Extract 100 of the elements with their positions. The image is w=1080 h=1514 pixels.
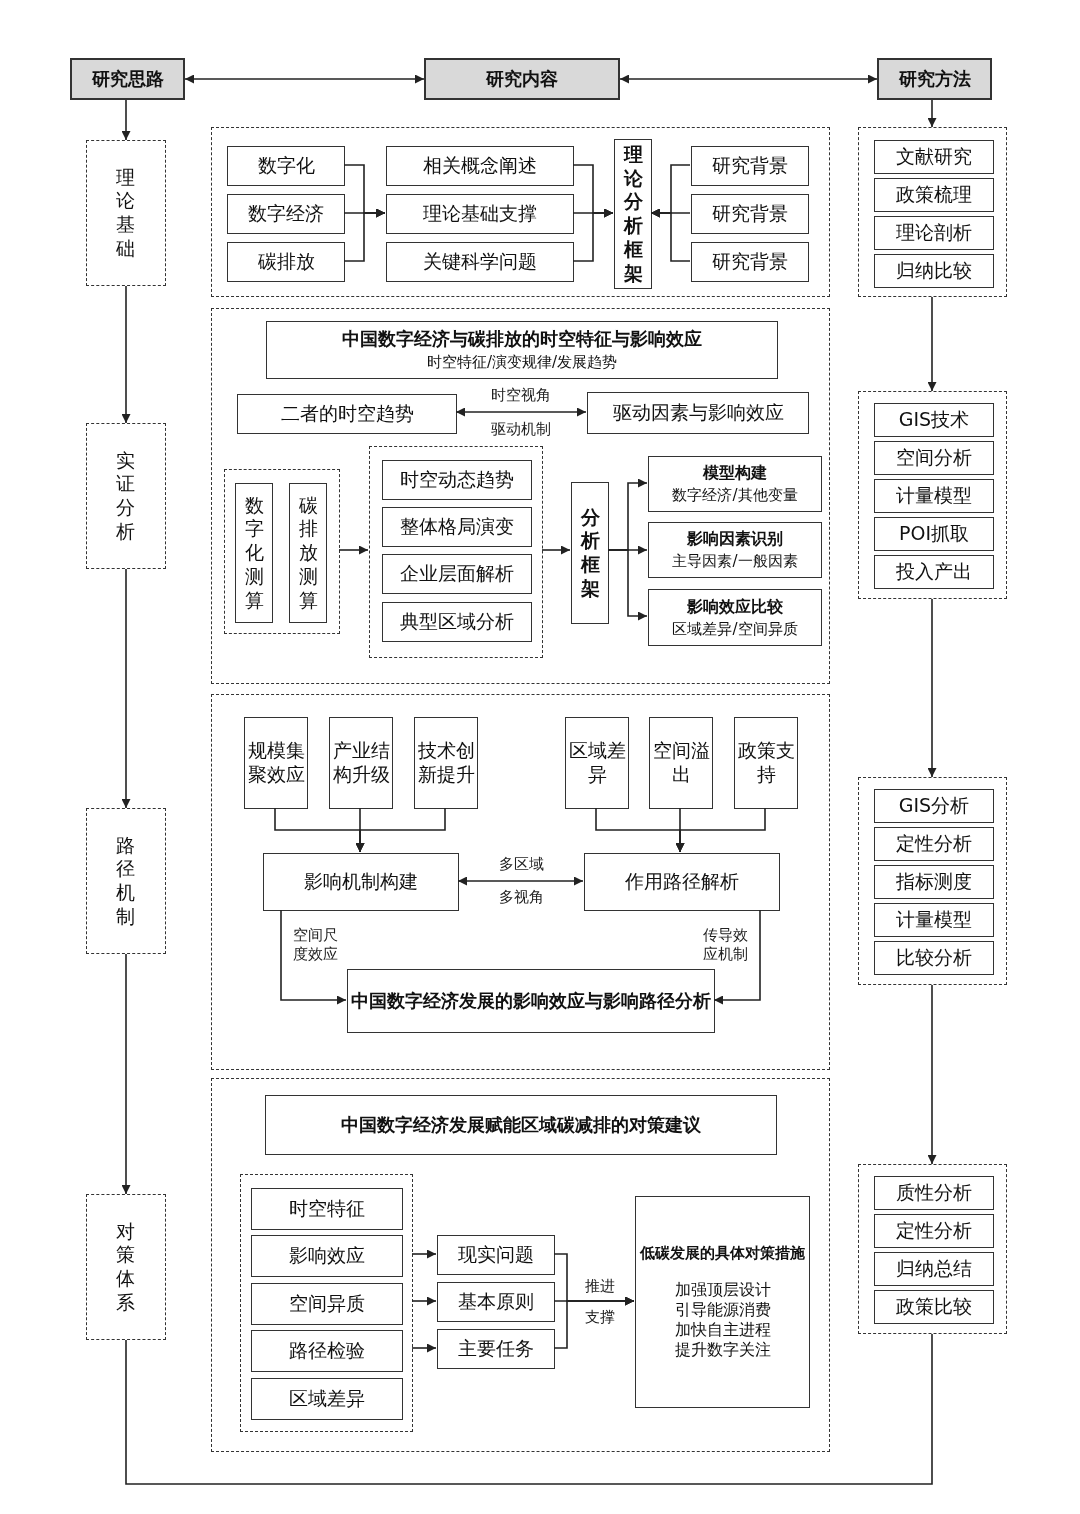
process-box xyxy=(874,441,994,475)
box-heading: 模型构建 xyxy=(703,463,767,484)
arrow xyxy=(411,1296,437,1306)
arrow xyxy=(553,1296,635,1349)
process-box xyxy=(614,139,652,289)
measure-item: 引导能源消费 xyxy=(674,1300,771,1321)
box-label: 相关概念阐述 xyxy=(423,154,537,178)
process-box xyxy=(571,482,609,624)
process-box xyxy=(244,717,308,809)
process-box xyxy=(648,522,822,578)
box-label: 数字化 xyxy=(257,154,315,178)
box-label: 指标测度 xyxy=(896,870,972,894)
box-label: 政策比较 xyxy=(896,1295,972,1319)
process-box xyxy=(874,941,994,975)
process-box xyxy=(587,392,809,434)
process-box xyxy=(437,1282,555,1322)
box-label: 研究方法 xyxy=(898,67,971,91)
process-box xyxy=(874,903,994,937)
process-box xyxy=(874,140,994,174)
box-label: 理论剖析 xyxy=(896,221,972,245)
process-box xyxy=(874,865,994,899)
box-heading: 影响因素识别 xyxy=(687,529,783,550)
process-box xyxy=(266,321,778,379)
stage-box xyxy=(86,1194,166,1340)
box-label: 定性分析 xyxy=(896,832,972,856)
process-box xyxy=(263,853,459,911)
box-label: 区域差异 xyxy=(289,1387,365,1411)
box-label: 研究思路 xyxy=(91,67,164,91)
box-label: 数字化测算 xyxy=(244,493,264,613)
arrow xyxy=(411,1343,437,1353)
process-box xyxy=(414,717,478,809)
process-box xyxy=(874,1252,994,1286)
box-subtitle: 区域差异/空间异质 xyxy=(672,619,798,639)
header-box xyxy=(424,58,620,100)
box-label: 计量模型 xyxy=(896,908,972,932)
box-subtitle: 主导因素/一般因素 xyxy=(672,552,798,571)
box-label: 路径检验 xyxy=(289,1339,365,1363)
box-label: 政策梳理 xyxy=(896,183,972,207)
process-box xyxy=(691,242,809,282)
box-label: 理论基础 xyxy=(116,165,136,261)
box-label: 企业层面解析 xyxy=(400,562,514,586)
arrow xyxy=(927,296,937,392)
box-label: GIS技术 xyxy=(898,408,970,432)
arrow xyxy=(541,545,571,555)
connector-line xyxy=(125,1333,933,1485)
box-label: 归纳总结 xyxy=(896,1257,972,1281)
box-label: 比较分析 xyxy=(896,946,972,970)
box-label: 定性分析 xyxy=(896,1219,972,1243)
arrow xyxy=(927,984,937,1165)
dashed-frame xyxy=(369,446,543,658)
stage-box xyxy=(86,140,166,286)
box-label: 主要任务 xyxy=(458,1337,534,1361)
box-heading: 低碳发展的具体对策措施 xyxy=(640,1243,805,1263)
box-label: 影响机制构建 xyxy=(304,870,418,894)
box-label: 实证分析 xyxy=(116,448,136,544)
process-box xyxy=(227,242,345,282)
process-box xyxy=(648,456,822,512)
process-box xyxy=(235,483,273,623)
dashed-frame xyxy=(858,777,1007,985)
box-label: 区域差异 xyxy=(567,739,627,787)
arrow xyxy=(355,807,446,853)
process-box xyxy=(265,1095,777,1155)
process-box xyxy=(874,403,994,437)
box-label: 计量模型 xyxy=(896,484,972,508)
arrow xyxy=(607,549,648,621)
arrow xyxy=(619,74,878,84)
process-box xyxy=(251,1283,403,1325)
dashed-frame xyxy=(240,1174,413,1432)
box-label: 碳排放测算 xyxy=(298,493,318,613)
box-label: 对策体系 xyxy=(116,1219,136,1315)
arrow xyxy=(121,285,131,424)
box-label: 中国数字经济发展的影响效应与影响路径分析 xyxy=(351,989,711,1013)
process-box xyxy=(251,1378,403,1420)
arrow xyxy=(457,876,584,886)
box-label: 空间溢出 xyxy=(651,739,711,787)
arrow xyxy=(927,598,937,778)
process-box xyxy=(382,554,532,594)
box-label: 研究背景 xyxy=(712,202,788,226)
box-label: 研究背景 xyxy=(712,154,788,178)
box-label: 碳排放 xyxy=(257,250,315,274)
box-label: 研究内容 xyxy=(486,67,558,91)
process-box xyxy=(382,507,532,547)
box-label: 分析框架 xyxy=(580,505,600,601)
process-box xyxy=(874,1176,994,1210)
box-label: 文献研究 xyxy=(896,145,972,169)
process-box xyxy=(874,216,994,250)
process-box xyxy=(386,194,574,234)
box-label: 归纳比较 xyxy=(896,259,972,283)
arrow xyxy=(572,208,614,262)
process-box xyxy=(691,194,809,234)
process-box xyxy=(382,602,532,642)
arrow xyxy=(927,99,937,128)
process-box xyxy=(874,789,994,823)
box-label: 空间异质 xyxy=(289,1292,365,1316)
process-box xyxy=(649,717,713,809)
box-subtitle: 时空特征/演变规律/发展趋势 xyxy=(426,353,618,373)
box-label: 技术创新提升 xyxy=(416,739,476,787)
box-label: 中国数字经济发展赋能区域碳减排的对策建议 xyxy=(341,1113,701,1137)
process-box xyxy=(734,717,798,809)
box-label: 驱动因素与影响效应 xyxy=(612,401,784,425)
